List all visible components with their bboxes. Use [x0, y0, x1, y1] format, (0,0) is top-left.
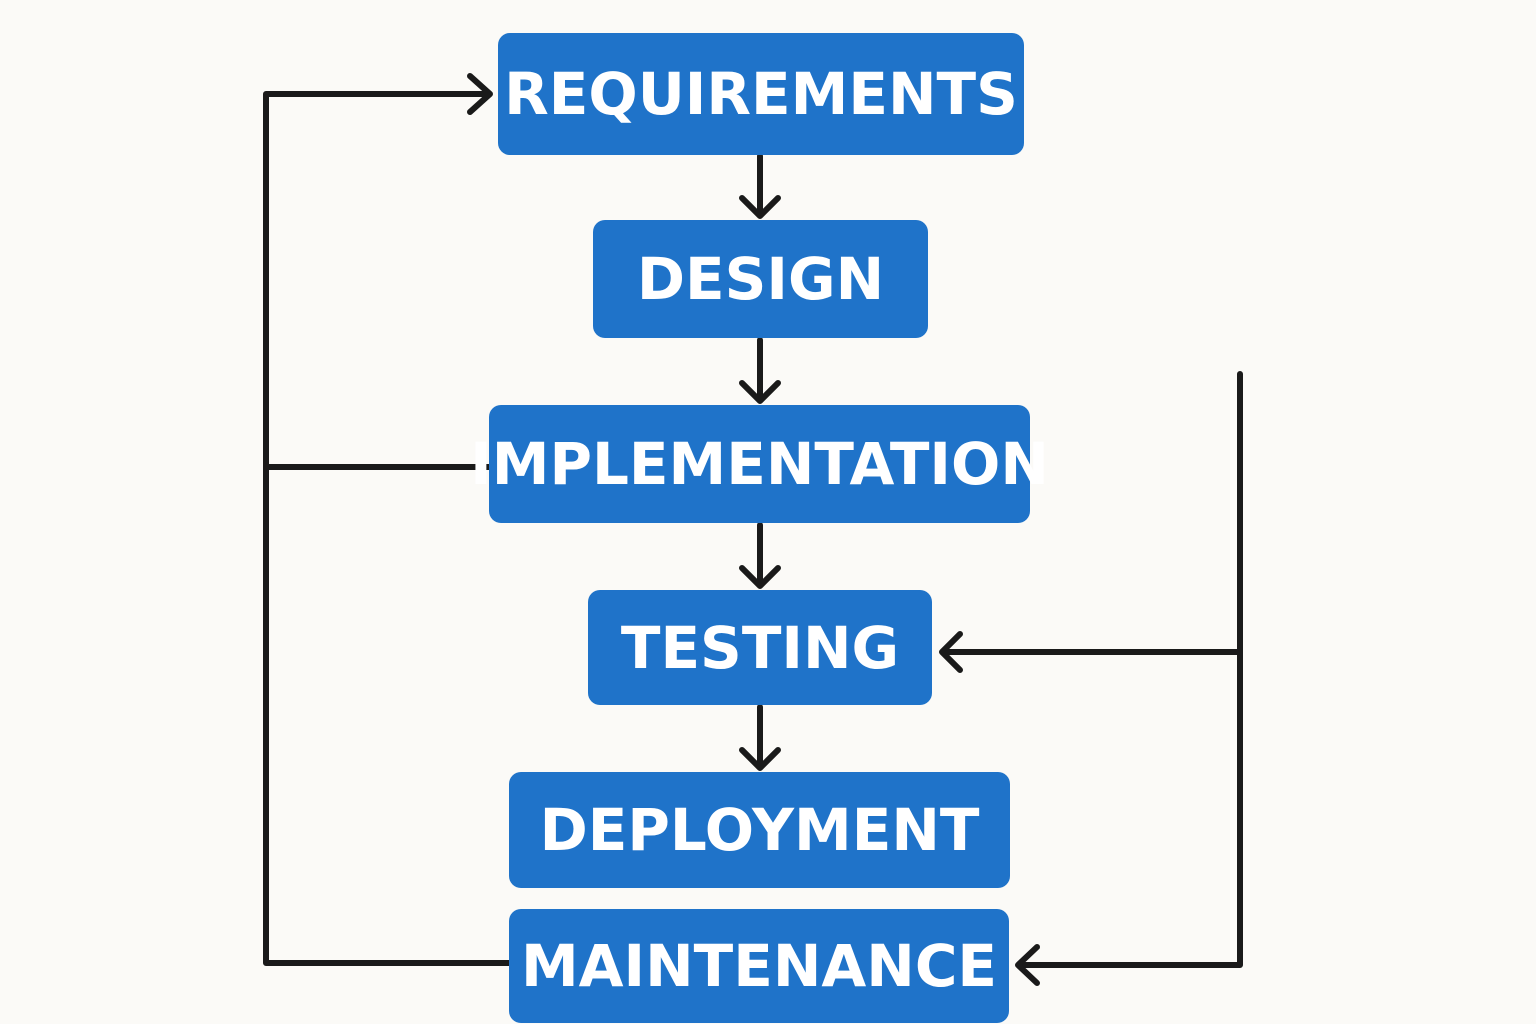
- stage-label: MAINTENANCE: [520, 932, 998, 1000]
- arrow-requirements-to-design: [739, 153, 781, 219]
- feedback-line-maintenance-left: [263, 91, 512, 966]
- stage-label: IMPLEMENTATION: [470, 430, 1049, 498]
- arrowhead-into-requirements: [467, 73, 493, 115]
- stage-label: REQUIREMENTS: [504, 60, 1018, 128]
- stage-label: TESTING: [620, 613, 900, 682]
- stage-design-box: DESIGN: [593, 220, 928, 338]
- arrowhead-into-maintenance: [1015, 944, 1040, 986]
- stage-implementation-box: IMPLEMENTATION: [470, 405, 1049, 523]
- arrowhead-into-testing: [939, 631, 963, 673]
- stage-requirements-box: REQUIREMENTS: [498, 33, 1024, 155]
- stage-maintenance-box: MAINTENANCE: [509, 909, 1009, 1023]
- stage-deployment-box: DEPLOYMENT: [509, 772, 1010, 888]
- arrow-implementation-to-testing: [739, 522, 781, 589]
- feedback-line-right-vertical: [1017, 371, 1243, 968]
- stage-label: DEPLOYMENT: [539, 796, 980, 864]
- arrow-design-to-implementation: [739, 337, 781, 404]
- arrow-testing-to-deployment: [739, 704, 781, 771]
- stage-label: DESIGN: [636, 245, 885, 313]
- stage-testing-box: TESTING: [588, 590, 932, 705]
